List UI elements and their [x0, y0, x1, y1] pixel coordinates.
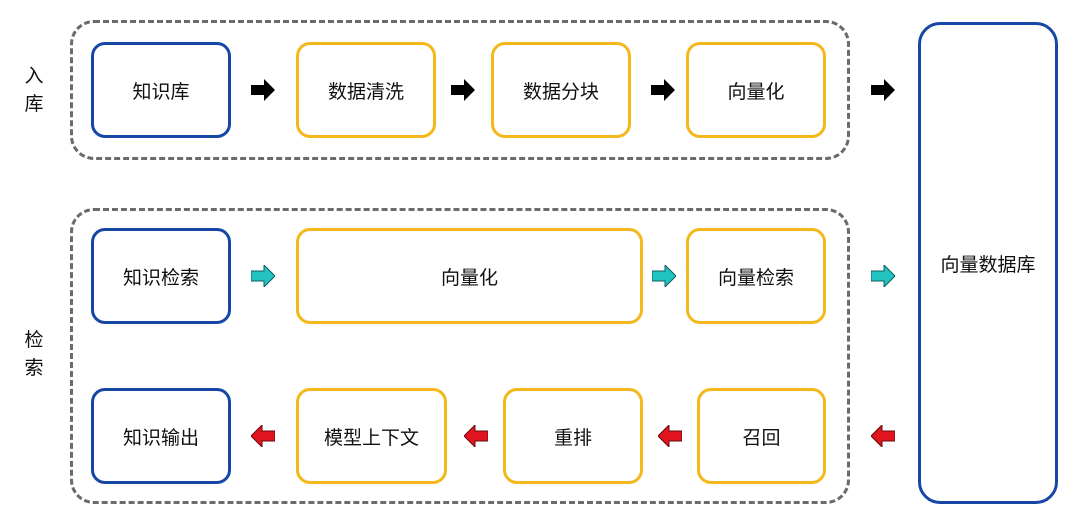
ingest-to-db-arrow [871, 79, 895, 101]
knowledge-retrieval-box: 知识检索 [91, 228, 231, 324]
retrieve-arrow-2 [652, 265, 676, 287]
retrieve-label: 检索 [24, 329, 44, 379]
ingest-arrow-3 [651, 79, 675, 101]
vector-database-box: 向量数据库 [918, 22, 1058, 504]
query-vectorize-box: 向量化 [296, 228, 643, 324]
ingest-label: 入库 [24, 65, 44, 115]
rerank-box: 重排 [503, 388, 643, 484]
db-to-recall-arrow [871, 425, 895, 447]
model-context-box: 模型上下文 [296, 388, 447, 484]
vectorize-box: 向量化 [686, 42, 826, 138]
output-arrow-3 [658, 425, 682, 447]
data-cleaning-box: 数据清洗 [296, 42, 436, 138]
retrieve-to-db-arrow [871, 265, 895, 287]
vector-search-box: 向量检索 [686, 228, 826, 324]
output-arrow-1 [251, 425, 275, 447]
ingest-group [70, 20, 850, 160]
ingest-arrow-1 [251, 79, 275, 101]
knowledge-output-box: 知识输出 [91, 388, 231, 484]
ingest-arrow-2 [451, 79, 475, 101]
retrieve-group [70, 208, 850, 504]
output-arrow-2 [464, 425, 488, 447]
retrieve-arrow-1 [251, 265, 275, 287]
recall-box: 召回 [697, 388, 826, 484]
data-chunking-box: 数据分块 [491, 42, 631, 138]
knowledge-base-box: 知识库 [91, 42, 231, 138]
